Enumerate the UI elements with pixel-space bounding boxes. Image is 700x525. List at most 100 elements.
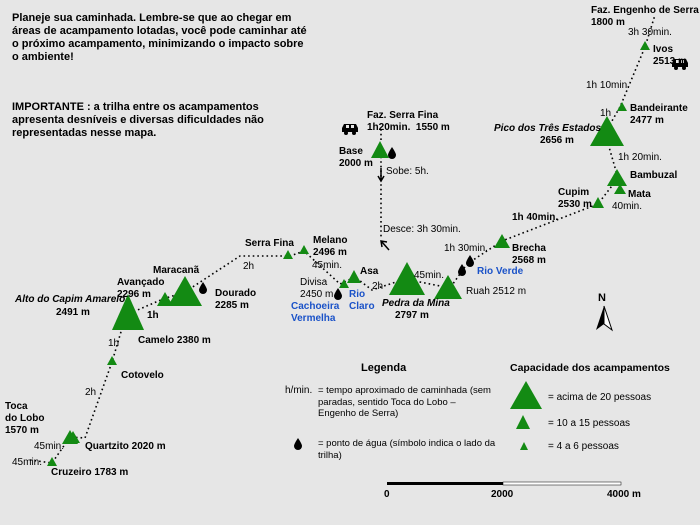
label-rio-claro: Rio Claro bbox=[349, 289, 375, 312]
time-label: 40min. bbox=[612, 201, 643, 212]
time-label: 2h bbox=[372, 281, 384, 292]
triangle-maracana bbox=[168, 276, 202, 306]
legend-small-triangle bbox=[520, 442, 528, 450]
label-alto-capim: Alto do Capim Amarelo bbox=[15, 294, 126, 305]
label-cupim: Cupim 2530 m bbox=[558, 187, 592, 210]
triangle-divisa bbox=[339, 279, 349, 288]
label-divisa: Divisa 2450 m bbox=[300, 277, 334, 300]
legend-cap-medium: = 10 a 15 pessoas bbox=[548, 418, 631, 429]
triangle-alto-capim bbox=[112, 294, 144, 330]
label-alto-capim-alt: 2491 m bbox=[56, 307, 90, 318]
car-icon bbox=[342, 124, 358, 135]
label-pico-tres-estados: Pico dos Três Estados bbox=[494, 123, 602, 134]
north-arrow-icon bbox=[596, 305, 613, 332]
label-maracana: Maracanã bbox=[153, 265, 200, 276]
label-pedra-mina: Pedra da Mina bbox=[382, 298, 450, 309]
scale-bar bbox=[387, 481, 622, 486]
label-serra-fina: Serra Fina bbox=[245, 238, 294, 249]
triangle-base bbox=[371, 141, 389, 158]
time-label: 1h bbox=[108, 338, 120, 349]
water-drop-icon bbox=[334, 288, 342, 300]
label-melano: Melano 2496 m bbox=[313, 235, 348, 258]
label-faz-engenho: Faz. Engenho de Serra 1800 m bbox=[591, 5, 699, 28]
triangle-pedra-mina bbox=[389, 262, 425, 295]
north-label: N bbox=[598, 292, 606, 304]
legend-capacity-title: Capacidade dos acampamentos bbox=[510, 362, 670, 374]
arrow-down-icon bbox=[377, 168, 385, 183]
time-label: 3h 30min. bbox=[628, 27, 672, 38]
label-pedra-mina-alt: 2797 m bbox=[395, 310, 429, 321]
legend-time-key: h/min. bbox=[285, 385, 313, 396]
triangle-brecha bbox=[494, 234, 510, 248]
water-drop-icon bbox=[458, 264, 466, 276]
water-drop-icon bbox=[294, 438, 302, 450]
legend-title: Legenda bbox=[361, 362, 407, 374]
label-pico-alt: 2656 m bbox=[540, 135, 574, 146]
legend-symbols bbox=[510, 381, 542, 450]
time-label: Desce: 3h 30min. bbox=[383, 224, 461, 235]
triangle-pico-tres-estados bbox=[590, 116, 624, 146]
triangle-cruzeiro bbox=[47, 457, 57, 466]
time-label: 2h bbox=[85, 387, 97, 398]
time-label: 1h 40min. bbox=[512, 212, 559, 223]
label-dourado: Dourado 2285 m bbox=[215, 288, 257, 311]
triangle-cotovelo bbox=[107, 356, 117, 365]
scale-label-2000: 2000 bbox=[491, 489, 514, 500]
label-cotovelo: Cotovelo bbox=[121, 370, 164, 381]
triangle-ivos bbox=[640, 41, 650, 50]
label-ruah: Ruah 2512 m bbox=[466, 286, 527, 297]
time-label: 45min. bbox=[34, 441, 65, 452]
triangle-quartzito-2 bbox=[66, 431, 80, 443]
label-mata: Mata bbox=[628, 189, 651, 200]
camp-triangles bbox=[47, 41, 650, 466]
triangle-bandeirante bbox=[617, 102, 627, 111]
time-label: 1h 30min. bbox=[444, 243, 488, 254]
label-rio-verde: Rio Verde bbox=[477, 266, 524, 277]
label-asa: Asa bbox=[360, 266, 379, 277]
label-cruzeiro: Cruzeiro 1783 m bbox=[51, 467, 129, 478]
triangle-melano bbox=[299, 245, 309, 254]
important-note: IMPORTANTE : a trilha entre os acampamen… bbox=[12, 101, 264, 139]
legend-time-desc: = tempo aproximado de caminhada (sem par… bbox=[318, 385, 491, 419]
time-label: 2h bbox=[243, 261, 255, 272]
water-points bbox=[199, 147, 474, 450]
arrow-up-icon bbox=[380, 240, 390, 251]
intro-note: Planeje sua caminhada. Lembre-se que ao … bbox=[12, 12, 307, 63]
legend-medium-triangle bbox=[516, 415, 530, 429]
time-label: 1h 10min. bbox=[586, 80, 630, 91]
label-faz-serra-fina: Faz. Serra Fina 1h20min. 1550 m bbox=[367, 110, 450, 133]
triangle-bambuzal bbox=[607, 169, 627, 186]
label-base: Base 2000 m bbox=[339, 146, 373, 169]
time-label: 1h 20min. bbox=[618, 152, 662, 163]
triangle-cupim bbox=[592, 197, 604, 208]
water-drop-icon bbox=[388, 147, 396, 159]
label-avancado: Avançado 2296 m bbox=[117, 277, 165, 300]
legend-cap-large: = acima de 20 pessoas bbox=[548, 392, 652, 403]
time-label: 45min. bbox=[414, 270, 445, 281]
scale-label-0: 0 bbox=[384, 489, 390, 500]
legend-large-triangle bbox=[510, 381, 542, 409]
time-label: 45min. bbox=[12, 457, 43, 468]
label-camelo: Camelo 2380 m bbox=[138, 335, 211, 346]
time-label: 1h bbox=[600, 108, 612, 119]
time-label: Sobe: 5h. bbox=[386, 166, 429, 177]
label-cachoeira-vermelha: Cachoeira Vermelha bbox=[291, 301, 340, 324]
label-bambuzal: Bambuzal bbox=[630, 170, 678, 181]
triangle-mata bbox=[614, 184, 626, 194]
label-quartzito: Quartzito 2020 m bbox=[85, 441, 166, 452]
car-icon bbox=[672, 59, 688, 70]
trail-path bbox=[29, 14, 656, 464]
time-label: 1h bbox=[147, 310, 159, 321]
label-bandeirante: Bandeirante 2477 m bbox=[630, 103, 688, 126]
triangle-asa bbox=[347, 270, 361, 283]
label-brecha: Brecha 2568 m bbox=[512, 243, 546, 266]
label-ivos: Ivos 2513 m bbox=[653, 44, 687, 67]
triangle-ruah bbox=[434, 275, 462, 299]
triangle-avancado bbox=[157, 292, 173, 306]
legend-water-desc: = ponto de água (símbolo indica o lado d… bbox=[318, 438, 496, 461]
triangle-serra-fina bbox=[283, 250, 293, 259]
water-drop-icon bbox=[199, 282, 207, 294]
legend-cap-small: = 4 a 6 pessoas bbox=[548, 441, 619, 452]
